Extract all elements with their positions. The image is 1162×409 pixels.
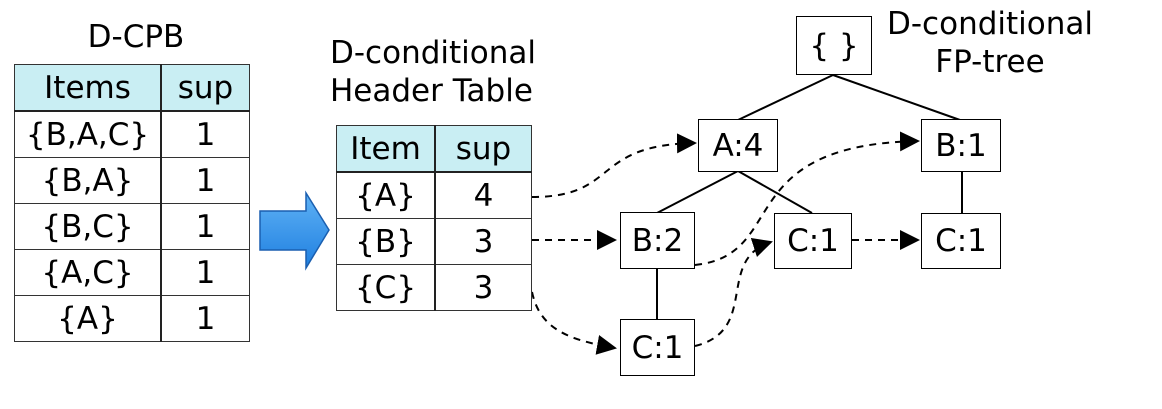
edge-a4-b2 <box>656 170 739 214</box>
header-item: {C} <box>336 264 436 311</box>
cpb-item: {B,A} <box>14 157 162 204</box>
table-row: {A,C} 1 <box>14 249 250 296</box>
header-table-header-row: Item sup <box>336 125 532 173</box>
tree-node-c1-right: C:1 <box>921 213 1001 269</box>
edge-a4-c1 <box>737 170 813 214</box>
tree-node-b2: B:2 <box>620 212 695 269</box>
tree-node-b1: B:1 <box>921 119 1001 172</box>
link-b2-b1 <box>694 131 920 266</box>
header-col-item: Item <box>336 125 436 173</box>
cpb-header-row: Items sup <box>14 64 250 112</box>
link-header-c <box>531 291 617 355</box>
header-table-title-line1: D-conditional <box>330 35 536 71</box>
cpb-item: {A,C} <box>14 249 162 296</box>
header-item: {A} <box>336 171 436 219</box>
table-row: {A} 1 <box>14 295 250 342</box>
header-table-title: D-conditional Header Table <box>330 34 536 110</box>
link-header-a <box>531 133 697 198</box>
table-row: {B,A} 1 <box>14 157 250 204</box>
link-c1bottom-c1mid <box>694 238 773 347</box>
cpb-item: {A} <box>14 295 162 342</box>
header-item: {B} <box>336 218 436 265</box>
header-table: Item sup {A} 4 {B} 3 {C} 3 <box>336 125 532 311</box>
header-sup: 3 <box>434 264 532 311</box>
edge-root-b1 <box>832 74 961 121</box>
tree-node-c1-bottom: C:1 <box>620 319 695 376</box>
cpb-col-items: Items <box>14 64 162 112</box>
table-row: {C} 3 <box>336 264 532 311</box>
tree-node-a4: A:4 <box>698 119 778 172</box>
cpb-sup: 1 <box>160 110 250 158</box>
fp-tree-title: D-conditional FP-tree <box>885 5 1095 81</box>
tree-node-c1-mid: C:1 <box>774 213 852 269</box>
fp-tree-title-line1: D-conditional <box>887 6 1093 42</box>
fp-tree-title-line2: FP-tree <box>935 44 1045 80</box>
cpb-table: Items sup {B,A,C} 1 {B,A} 1 {B,C} 1 {A,C… <box>14 64 250 342</box>
cpb-item: {B,C} <box>14 203 162 250</box>
cpb-sup: 1 <box>160 157 250 204</box>
header-col-sup: sup <box>434 125 532 173</box>
table-row: {B,A,C} 1 <box>14 110 250 158</box>
header-table-title-line2: Header Table <box>330 73 533 109</box>
cpb-sup: 1 <box>160 203 250 250</box>
table-row: {B,C} 1 <box>14 203 250 250</box>
cpb-col-sup: sup <box>160 64 250 112</box>
transform-arrow-icon <box>259 190 330 271</box>
tree-node-root: { } <box>796 16 872 75</box>
edge-root-a4 <box>737 74 834 121</box>
header-sup: 3 <box>434 218 532 265</box>
cpb-title: D-CPB <box>87 19 185 55</box>
table-row: {A} 4 <box>336 171 532 219</box>
cpb-sup: 1 <box>160 249 250 296</box>
cpb-sup: 1 <box>160 295 250 342</box>
cpb-item: {B,A,C} <box>14 110 162 158</box>
header-sup: 4 <box>434 171 532 219</box>
table-row: {B} 3 <box>336 218 532 265</box>
